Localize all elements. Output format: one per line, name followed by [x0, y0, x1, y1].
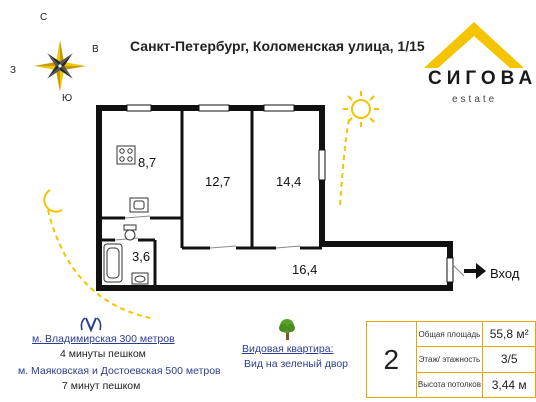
page-title: Санкт-Петербург, Коломенская улица, 1/15 — [130, 38, 425, 54]
apartment-info-table: 2 Общая площадь 55,8 м² Этаж/ этажность … — [366, 320, 536, 399]
entry-arrow-icon — [464, 263, 486, 279]
stove-icon — [116, 145, 136, 165]
kitchen-sink-icon — [129, 197, 149, 213]
metro-logo-icon — [85, 317, 97, 333]
room1-area: 12,7 — [205, 174, 231, 189]
entry-label: Вход — [490, 266, 520, 281]
metro-line-2: м. Маяковская и Достоевская 500 метров — [18, 365, 221, 377]
sun-path-left — [47, 209, 151, 319]
room2-area: 14,4 — [276, 174, 302, 189]
ceiling-value: 3,44 м — [482, 371, 536, 399]
brand-sub: estate — [452, 94, 498, 105]
brand-roof-icon — [424, 22, 524, 68]
bath-sink-icon — [131, 272, 149, 285]
floor-label: Этаж/ этажность — [415, 346, 484, 373]
tree-icon — [279, 319, 295, 340]
compass-south: Ю — [62, 93, 73, 104]
metro-walk-1: 4 минуты пешком — [60, 348, 146, 360]
view-title: Видовая квартира: — [242, 343, 334, 355]
metro-logo-arcs — [80, 317, 102, 331]
compass-west: З — [10, 65, 17, 76]
compass-north: С — [40, 12, 48, 23]
metro-walk-2: 7 минут пешком — [62, 380, 141, 392]
floor-number: 2 — [366, 321, 417, 398]
compass-east: В — [92, 44, 99, 55]
bathroom-area: 3,6 — [132, 249, 151, 264]
toilet-icon — [123, 224, 137, 241]
floor-value: 3/5 — [482, 346, 536, 373]
metro-line-1: м. Владимирская 300 метров — [32, 333, 175, 345]
bathtub-icon — [103, 243, 123, 283]
sun-icon — [343, 91, 379, 127]
compass-rose-icon — [34, 40, 86, 92]
ceiling-label: Высота потолков — [415, 371, 484, 399]
total-area-label: Общая площадь — [415, 320, 484, 348]
room-kitchen-area: 8,7 — [138, 155, 157, 170]
brand-name: СИГОВА — [428, 68, 536, 89]
corridor-area: 16,4 — [292, 262, 318, 277]
moon-icon — [43, 189, 63, 213]
sun-path-right — [339, 114, 351, 206]
total-area-value: 55,8 м² — [482, 320, 536, 348]
view-desc: Вид на зеленый двор — [244, 358, 349, 370]
